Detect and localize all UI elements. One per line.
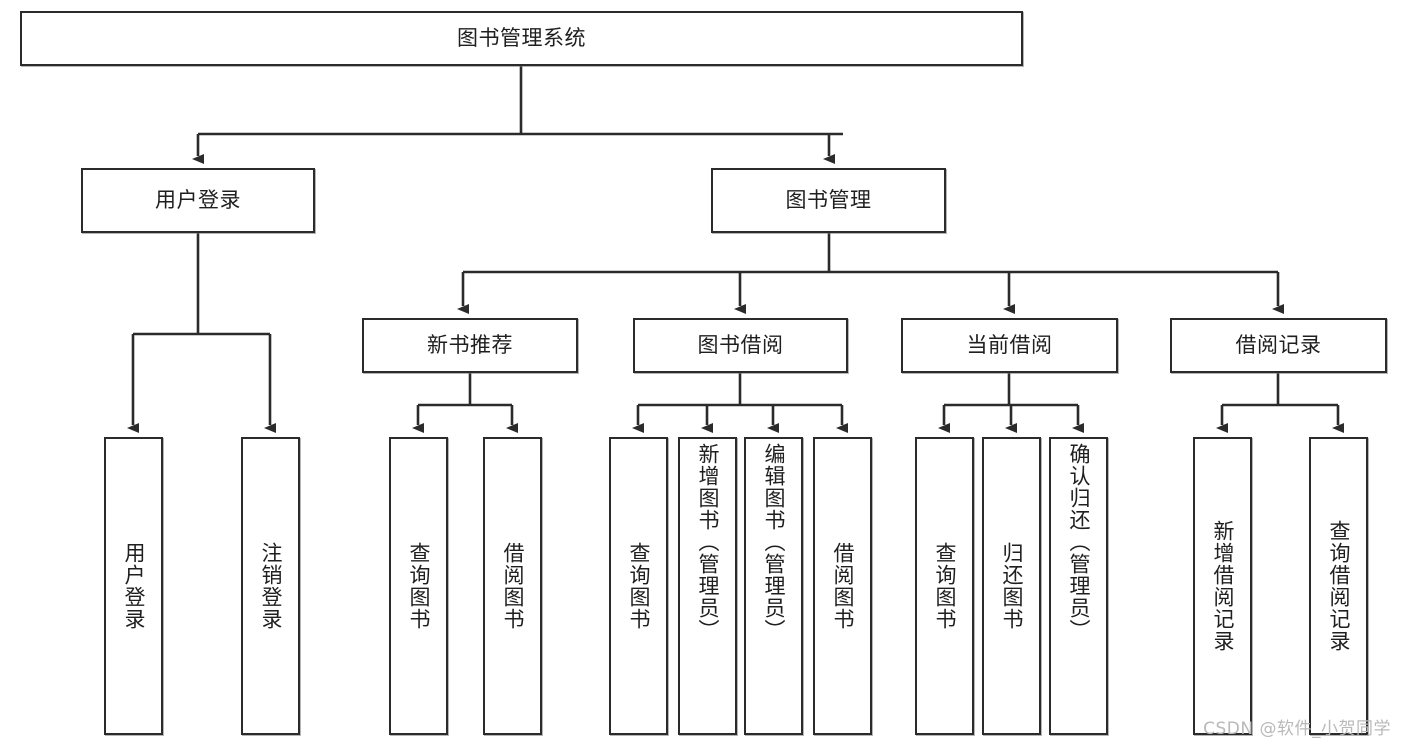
leaf-current-confirm-return-admin[interactable]: 确认归还（管理员）	[1049, 437, 1108, 735]
node-label: 查询借阅记录	[1326, 520, 1351, 652]
node-label: 新书推荐	[427, 332, 513, 357]
node-book-borrow[interactable]: 图书借阅	[633, 318, 848, 373]
node-label: 注销登录	[258, 542, 283, 630]
node-book-management[interactable]: 图书管理	[711, 168, 946, 233]
leaf-current-query-book[interactable]: 查询图书	[915, 437, 974, 735]
node-label: 图书管理系统	[457, 25, 586, 50]
watermark: CSDN @软件_小贺同学	[1203, 719, 1391, 739]
node-label: 编辑图书（管理员）	[761, 443, 786, 641]
node-label: 借阅图书	[500, 542, 525, 630]
node-label: 用户登录	[155, 187, 241, 212]
node-label: 查询图书	[932, 542, 957, 630]
node-label: 借阅记录	[1235, 332, 1322, 357]
leaf-record-query-record[interactable]: 查询借阅记录	[1309, 437, 1368, 735]
leaf-borrow-query-book[interactable]: 查询图书	[609, 437, 668, 735]
node-user-login[interactable]: 用户登录	[81, 168, 315, 233]
leaf-borrow-edit-book-admin[interactable]: 编辑图书（管理员）	[744, 437, 803, 735]
node-label: 查询图书	[406, 542, 431, 630]
node-label: 借阅图书	[830, 542, 855, 630]
leaf-recommend-borrow-book[interactable]: 借阅图书	[483, 437, 542, 735]
leaf-current-return-book[interactable]: 归还图书	[982, 437, 1041, 735]
leaf-record-add-record[interactable]: 新增借阅记录	[1193, 437, 1252, 735]
node-label: 图书管理	[785, 187, 872, 212]
leaf-borrow-borrow-book[interactable]: 借阅图书	[813, 437, 872, 735]
node-label: 用户登录	[121, 542, 146, 630]
node-borrow-record[interactable]: 借阅记录	[1170, 318, 1387, 373]
leaf-recommend-query-book[interactable]: 查询图书	[389, 437, 448, 735]
node-label: 当前借阅	[966, 332, 1053, 357]
node-label: 新增借阅记录	[1210, 520, 1235, 652]
node-label: 确认归还（管理员）	[1066, 443, 1091, 641]
node-label: 图书借阅	[697, 332, 784, 357]
node-label: 查询图书	[626, 542, 651, 630]
node-label: 新增图书（管理员）	[695, 443, 720, 641]
node-new-book-recommend[interactable]: 新书推荐	[362, 318, 578, 373]
node-root-system[interactable]: 图书管理系统	[20, 11, 1023, 66]
node-label: 归还图书	[999, 542, 1024, 630]
leaf-borrow-add-book-admin[interactable]: 新增图书（管理员）	[678, 437, 737, 735]
leaf-user-login-signin[interactable]: 用户登录	[104, 437, 163, 735]
leaf-user-login-logout[interactable]: 注销登录	[241, 437, 300, 735]
node-current-borrow[interactable]: 当前借阅	[901, 318, 1118, 373]
